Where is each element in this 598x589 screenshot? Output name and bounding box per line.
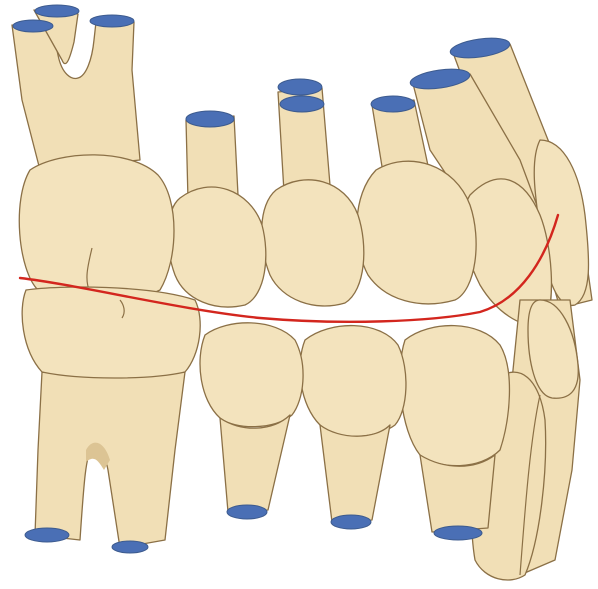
upper-molar-canal-c [90,15,134,27]
upper-premolar-crown-2 [262,180,364,306]
lower-canine-root [420,455,495,532]
lower-premolar-canal-1 [227,505,267,519]
lower-first-molar [22,287,200,553]
lower-premolar-root-1 [220,415,290,512]
lower-canine-crown [400,326,509,466]
upper-arch [12,5,592,326]
lower-arch [22,287,580,580]
lower-premolar-crown-1 [200,323,303,427]
upper-first-molar [12,5,174,299]
upper-molar-roots [12,22,140,170]
lower-premolar-crown-2 [300,326,406,437]
upper-premolar-canal-3 [371,96,415,112]
upper-premolar-canal-2b [280,96,324,112]
lower-canine-canal [434,526,482,540]
upper-molar-canal-b [13,20,53,32]
lower-molar-canal-distal [112,541,148,553]
lower-premolar-root-2 [320,425,390,522]
lower-molar-crown [22,287,200,382]
upper-premolar-crown-1 [168,187,266,307]
lower-molar-canal-mesial [25,528,69,542]
upper-molar-crown [19,155,174,300]
lower-premolar-canal-2 [331,515,371,529]
upper-molar-canal-a [35,5,79,17]
lower-premolars [200,323,406,529]
upper-premolar-canal-1 [186,111,234,127]
upper-premolar-canal-2a [278,79,322,95]
